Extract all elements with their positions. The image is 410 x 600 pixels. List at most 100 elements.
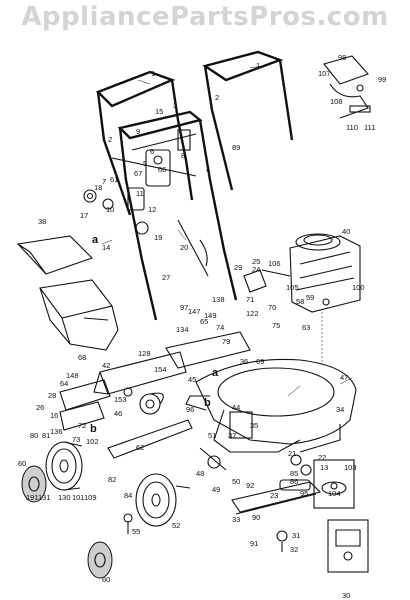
- part-callout: 60: [18, 459, 26, 468]
- part-callout: 110: [346, 123, 358, 132]
- callout-labels: 1 1 2 2 3 4 5 6 7 8 9 10 11 12 13 14 15 …: [18, 53, 386, 600]
- part-callout: 61: [110, 175, 118, 184]
- part-callout: 107: [318, 69, 331, 78]
- part-callout: 40: [342, 227, 350, 236]
- rear-assembly: [93, 331, 251, 415]
- part-callout: 28: [48, 391, 56, 400]
- part-callout: 38: [38, 217, 46, 226]
- section-letter: b: [204, 397, 211, 409]
- part-callout: 66: [158, 165, 166, 174]
- part-callout: 47: [340, 373, 348, 382]
- part-callout: 37: [228, 431, 236, 440]
- part-callout: 22: [318, 453, 326, 462]
- part-callout: 13: [320, 463, 328, 472]
- part-callout: 30: [342, 591, 350, 600]
- part-callout: 19: [154, 233, 162, 242]
- part-callout: 63: [302, 323, 310, 332]
- part-callout: 71: [246, 295, 254, 304]
- part-callout: 2: [108, 135, 112, 144]
- part-callout: 138: [212, 295, 225, 304]
- part-callout: 4: [206, 165, 210, 174]
- watermark-text: AppliancePartsPros.com: [21, 2, 389, 32]
- part-callout: 34: [336, 405, 344, 414]
- part-callout: 95: [300, 489, 308, 498]
- part-callout: 23: [270, 491, 278, 500]
- inset-box-13: [313, 459, 355, 509]
- part-callout: 100: [352, 283, 365, 292]
- part-callout: 103: [344, 463, 357, 472]
- part-callout: 72: [78, 421, 86, 430]
- part-callout: 46: [114, 409, 122, 418]
- leader-lines: [101, 65, 353, 397]
- section-letter: a: [212, 367, 219, 379]
- part-callout: 35: [250, 421, 258, 430]
- part-callout: 8: [181, 151, 185, 160]
- part-callout: 51: [208, 431, 216, 440]
- part-callout: 109: [84, 493, 97, 502]
- part-callout: 90: [252, 513, 260, 522]
- part-callout: 85: [290, 469, 298, 478]
- mower-deck: [185, 358, 357, 453]
- part-callout: 130: [58, 493, 71, 502]
- part-callout: 49: [212, 485, 220, 494]
- part-callout: 27: [162, 273, 170, 282]
- part-callout: 149: [204, 311, 217, 320]
- part-callout: 1: [256, 61, 260, 70]
- part-callout: 44: [232, 403, 240, 412]
- upper-handle: [95, 50, 294, 216]
- part-callout: 80: [30, 431, 38, 440]
- part-callout: 10: [106, 205, 114, 214]
- part-callout: 101: [72, 493, 85, 502]
- part-callout: 153: [114, 395, 127, 404]
- part-callout: 92: [246, 481, 254, 490]
- part-callout: 45: [188, 375, 196, 384]
- part-callout: 65: [200, 317, 208, 326]
- part-callout: 91: [250, 539, 258, 548]
- part-callout: 15: [155, 107, 163, 116]
- part-callout: 18: [94, 183, 102, 192]
- part-callout: 21: [288, 449, 296, 458]
- part-callout: 52: [172, 521, 180, 530]
- part-callout: 96: [186, 405, 194, 414]
- part-callout: 74: [216, 323, 224, 332]
- part-callout: 55: [132, 527, 140, 536]
- part-callout: 68: [78, 353, 86, 362]
- part-callout: 70: [268, 303, 276, 312]
- part-callout: 9: [136, 127, 140, 136]
- control-brackets: [83, 129, 208, 267]
- part-callout: 62: [136, 443, 144, 452]
- part-callout: 111: [364, 123, 375, 132]
- part-callout: 5: [143, 159, 147, 168]
- discharge-chute-detail: [323, 55, 371, 119]
- part-callout: 84: [124, 491, 132, 500]
- blade-hardware: [199, 447, 312, 552]
- part-callout: 6: [150, 147, 154, 156]
- part-callout: 1: [151, 69, 155, 78]
- part-callout: 154: [154, 365, 167, 374]
- part-callout: 97: [180, 303, 188, 312]
- part-callout: 14: [102, 243, 110, 252]
- section-letter: a: [92, 234, 99, 246]
- part-callout: 108: [330, 97, 343, 106]
- part-callout: 32: [290, 545, 298, 554]
- lower-handle: [111, 110, 238, 321]
- part-callout: 122: [246, 309, 259, 318]
- part-callout: 12: [148, 205, 156, 214]
- part-callout: 60: [102, 575, 110, 584]
- part-callout: 191: [26, 493, 39, 502]
- part-callout: 36: [240, 357, 248, 366]
- part-callout: 104: [328, 489, 341, 498]
- part-callout: 131: [38, 493, 51, 502]
- part-callout: 16: [50, 411, 58, 420]
- grass-catcher: [16, 235, 119, 351]
- section-letters: a a b b: [90, 234, 219, 435]
- part-callout: 89: [232, 143, 240, 152]
- part-callout: 86: [290, 477, 298, 486]
- part-callout: 82: [108, 475, 116, 484]
- part-callout: 20: [180, 243, 188, 252]
- part-callout: 81: [42, 431, 50, 440]
- part-callout: 106: [268, 259, 281, 268]
- part-callout: 136: [50, 427, 63, 436]
- rear-axle-bracket: [59, 379, 111, 431]
